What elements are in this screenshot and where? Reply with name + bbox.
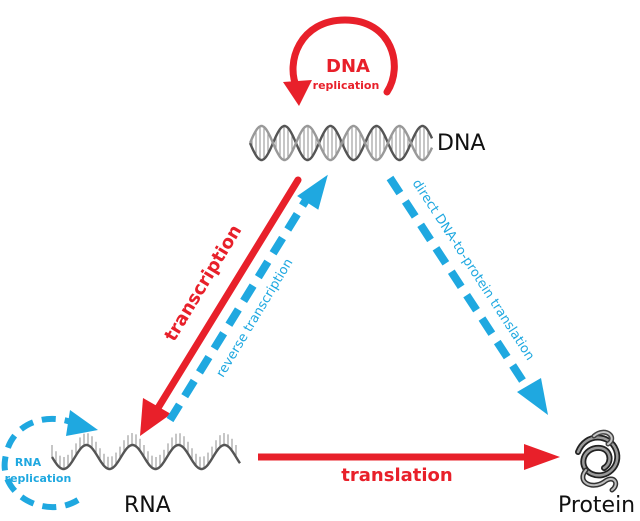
translation-label: translation (341, 465, 452, 486)
protein-label: Protein (558, 493, 635, 518)
dna-replication-label-line1: DNA (326, 56, 370, 77)
reverse-transcription-label: reverse transcription (214, 256, 297, 380)
rna-replication-arrow (1, 410, 98, 511)
dna-double-helix-icon (248, 124, 434, 162)
translation-arrow (258, 444, 560, 470)
rna-replication-label-line2: replication (5, 472, 72, 485)
dna-label: DNA (437, 131, 485, 156)
protein-fold-icon (575, 429, 621, 493)
rna-single-strand-icon (50, 433, 241, 471)
direct-translation-arrow (386, 175, 548, 415)
transcription-arrow (140, 176, 302, 436)
rna-label: RNA (124, 493, 171, 518)
reverse-transcription-arrow (166, 174, 328, 423)
dna-replication-arrow (283, 16, 398, 106)
direct-translation-label: direct DNA-to-protein translation (409, 177, 537, 363)
dna-replication-label-line2: replication (313, 79, 380, 92)
rna-replication-label-line1: RNA (15, 456, 42, 469)
